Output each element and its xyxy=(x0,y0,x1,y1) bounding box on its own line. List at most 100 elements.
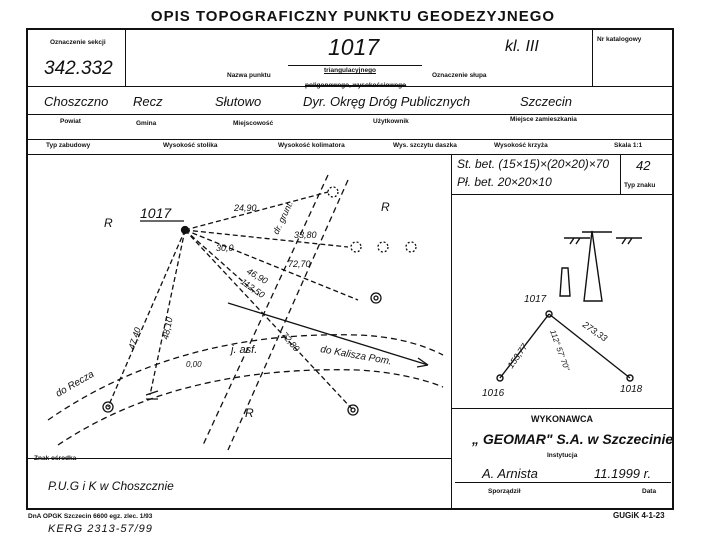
company-name: „ GEOMAR" S.A. w Szczecinie xyxy=(472,431,674,447)
post-symbol xyxy=(145,390,159,400)
type-polygon: poligonowego, wysokościowego xyxy=(305,82,407,89)
divider-right-column xyxy=(451,154,452,510)
rule-header xyxy=(26,86,674,87)
miejscowosc-label: Miejscowość xyxy=(233,120,274,127)
form-frame xyxy=(26,28,674,510)
land-use-r2: R xyxy=(381,200,390,214)
small-dist: 0,00 xyxy=(186,360,202,369)
dist-3: 30,0 xyxy=(216,243,234,253)
wys-szczytu-label: Wys. szczytu daszka xyxy=(393,142,457,149)
rule-types xyxy=(26,139,674,140)
ray-48-10 xyxy=(149,229,186,396)
rule-location xyxy=(26,114,674,115)
mini-1017: 1017 xyxy=(524,294,547,305)
rule-marks xyxy=(451,194,674,195)
road-asf-north-edge xyxy=(47,334,444,421)
rule-zrodlo xyxy=(26,458,451,459)
tree-4 xyxy=(405,241,417,253)
dist-7: 72,80 xyxy=(279,330,301,354)
typ-znaku-label: Typ znaku xyxy=(624,182,656,189)
signature-line xyxy=(455,482,671,483)
to-kalisz-label: do Kalisza Pom. xyxy=(319,344,392,367)
dist-8: 47,40 xyxy=(126,326,142,351)
node-1016 xyxy=(496,374,504,382)
dist-9: 48,10 xyxy=(160,316,174,340)
mini-1018: 1018 xyxy=(620,384,643,395)
survey-date: 11.1999 r. xyxy=(594,466,652,481)
node-1018 xyxy=(626,374,634,382)
surveyor-name: A. Arnista xyxy=(482,466,538,481)
witness-mark-3 xyxy=(347,404,359,416)
ray-47-40 xyxy=(107,229,186,408)
dist-2: 33,80 xyxy=(294,230,317,240)
section-value: 342.332 xyxy=(44,58,113,79)
dist-4: 72,70 xyxy=(288,259,311,269)
witness-mark-1 xyxy=(370,292,382,304)
pl-bet-value: Pł. bet. 20×20×10 xyxy=(457,175,552,189)
powiat-value: Choszczno xyxy=(44,94,109,109)
pillar-and-network-sketch: 1017 1016 1018 153,77 273,33 112° 57' 70… xyxy=(482,230,643,399)
gmina-label: Gmina xyxy=(136,120,157,127)
miejsce-label: Miejsce zamieszkania xyxy=(510,116,577,123)
sporzadzil-label: Sporządził xyxy=(488,488,521,495)
wysokosc-kolimatora-label: Wysokość kolimatora xyxy=(278,142,345,149)
point-name-label: Nazwa punktu xyxy=(227,72,271,79)
rule-wykonawca xyxy=(451,408,674,409)
rule-types-bottom xyxy=(26,154,674,155)
section-label: Oznaczenie sekcji xyxy=(50,39,106,46)
mini-angle: 112° 57' 70'' xyxy=(548,329,571,373)
catalog-label: Nr katalogowy xyxy=(597,36,642,43)
node-1017 xyxy=(545,310,553,318)
wysokosc-stolika-label: Wysokość stolika xyxy=(163,142,218,149)
wykonawca-label: WYKONAWCA xyxy=(531,414,593,424)
institution-label: Instytucja xyxy=(547,452,578,459)
name-line xyxy=(288,65,422,66)
mini-dist-153: 153,77 xyxy=(505,341,530,370)
point-number: 1017 xyxy=(328,34,380,60)
st-bet-value: St. bet. (15×15)×(20×20)×70 xyxy=(457,157,610,171)
typ-znaku-number: 42 xyxy=(636,158,651,173)
dirt-road-label: dr. grunt. xyxy=(271,199,295,236)
dirt-road-west-edge xyxy=(202,174,329,446)
powiat-label: Powiat xyxy=(60,118,81,125)
direction-arrow xyxy=(227,302,429,366)
mini-1016: 1016 xyxy=(482,388,505,399)
point-marker xyxy=(180,225,190,235)
gmina-value: Recz xyxy=(133,94,163,109)
uzytkownik-value: Dyr. Okręg Dróg Publicznych xyxy=(303,94,471,109)
situation-sketch: 1017 R R R 24,90 33,80 30,0 72,70 46,90 … xyxy=(47,174,444,451)
kerg-number: KERG 2313-57/99 xyxy=(48,523,153,535)
divider-section xyxy=(125,28,126,86)
gugik-code: GUGiK 4-1-23 xyxy=(613,511,665,520)
ray-72-80 xyxy=(184,229,354,411)
sketch-point-number: 1017 xyxy=(140,205,172,221)
land-use-r1: R xyxy=(104,216,113,230)
tree-1 xyxy=(327,186,339,198)
print-info: DnA OPGK Szczecin 6600 egz. zlec. 1/93 xyxy=(28,513,153,520)
document-title: OPIS TOPOGRAFICZNY PUNKTU GEODEZYJNEGO xyxy=(150,8,556,25)
zrodlo-label: Znak ośrodka xyxy=(34,455,77,462)
skala-label: Skala 1:1 xyxy=(614,142,643,149)
type-triangulation: triangulacyjnego xyxy=(324,67,377,74)
divider-typ xyxy=(620,154,621,194)
ray-46-90 xyxy=(184,229,259,296)
uzytkownik-label: Użytkownik xyxy=(373,118,409,125)
witness-mark-2 xyxy=(102,401,114,413)
tree-3 xyxy=(377,241,389,253)
mini-dist-273: 273,33 xyxy=(580,319,609,344)
tree-2 xyxy=(350,241,362,253)
wysokosc-krzyza-label: Wysokość krzyża xyxy=(494,142,548,149)
asphalt-label: j. asf. xyxy=(229,344,257,356)
pillar-outline xyxy=(583,230,603,302)
divider-catalog xyxy=(592,28,593,86)
miejscowosc-value: Słutowo xyxy=(215,94,262,109)
ray-24-90 xyxy=(184,191,329,231)
miejsce-value: Szczecin xyxy=(520,94,573,109)
dist-1: 24,90 xyxy=(233,203,257,213)
typ-zabudowy-label: Typ zabudowy xyxy=(46,142,91,149)
land-use-r3: R xyxy=(245,406,254,420)
data-label: Data xyxy=(642,488,657,495)
network-lines xyxy=(499,313,631,379)
ray-72-70 xyxy=(184,229,359,301)
pillar-label: Oznaczenie słupa xyxy=(432,72,487,79)
